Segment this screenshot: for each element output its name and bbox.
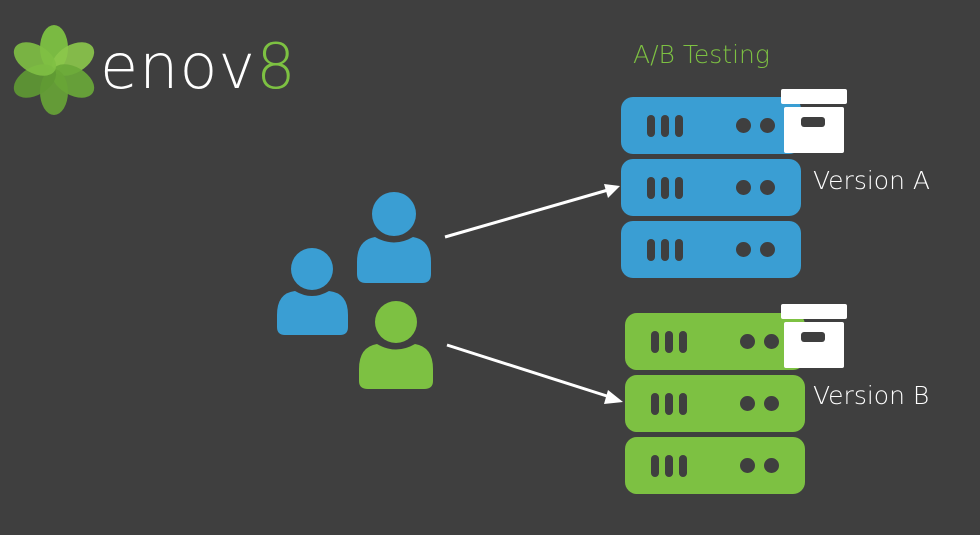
user-icon (359, 301, 433, 389)
server-unit (625, 313, 805, 370)
status-dot (760, 118, 775, 133)
arrow-to-version-a (444, 184, 620, 239)
server-unit (621, 97, 801, 154)
clover-flower-icon (13, 25, 95, 115)
version-a-label: Version A (813, 166, 930, 195)
server-slots (651, 331, 691, 353)
server-unit (625, 437, 805, 494)
arrow-to-version-b (446, 343, 623, 404)
server-slots (651, 455, 691, 477)
version-b-label: Version B (813, 381, 930, 410)
brand-wordmark: enov8 (100, 30, 297, 103)
status-dot (736, 242, 751, 257)
status-dot (764, 396, 779, 411)
server-unit (621, 159, 801, 216)
status-dot (740, 396, 755, 411)
user-icon (357, 192, 431, 283)
server-slots (651, 393, 691, 415)
status-dot (764, 458, 779, 473)
server-stack-version-a (621, 97, 803, 279)
archive-box-icon (781, 89, 847, 153)
archive-box-icon (781, 304, 847, 368)
server-stack-version-b (625, 313, 807, 495)
status-dot (740, 334, 755, 349)
server-unit (621, 221, 801, 278)
status-dot (760, 180, 775, 195)
user-icon (277, 248, 348, 335)
enov8-logo: enov8 (8, 25, 308, 115)
status-dot (760, 242, 775, 257)
status-dot (764, 334, 779, 349)
server-slots (647, 177, 687, 199)
status-dot (740, 458, 755, 473)
diagram-title: A/B Testing (633, 40, 770, 69)
server-unit (625, 375, 805, 432)
server-slots (647, 239, 687, 261)
status-dot (736, 180, 751, 195)
server-slots (647, 115, 687, 137)
status-dot (736, 118, 751, 133)
